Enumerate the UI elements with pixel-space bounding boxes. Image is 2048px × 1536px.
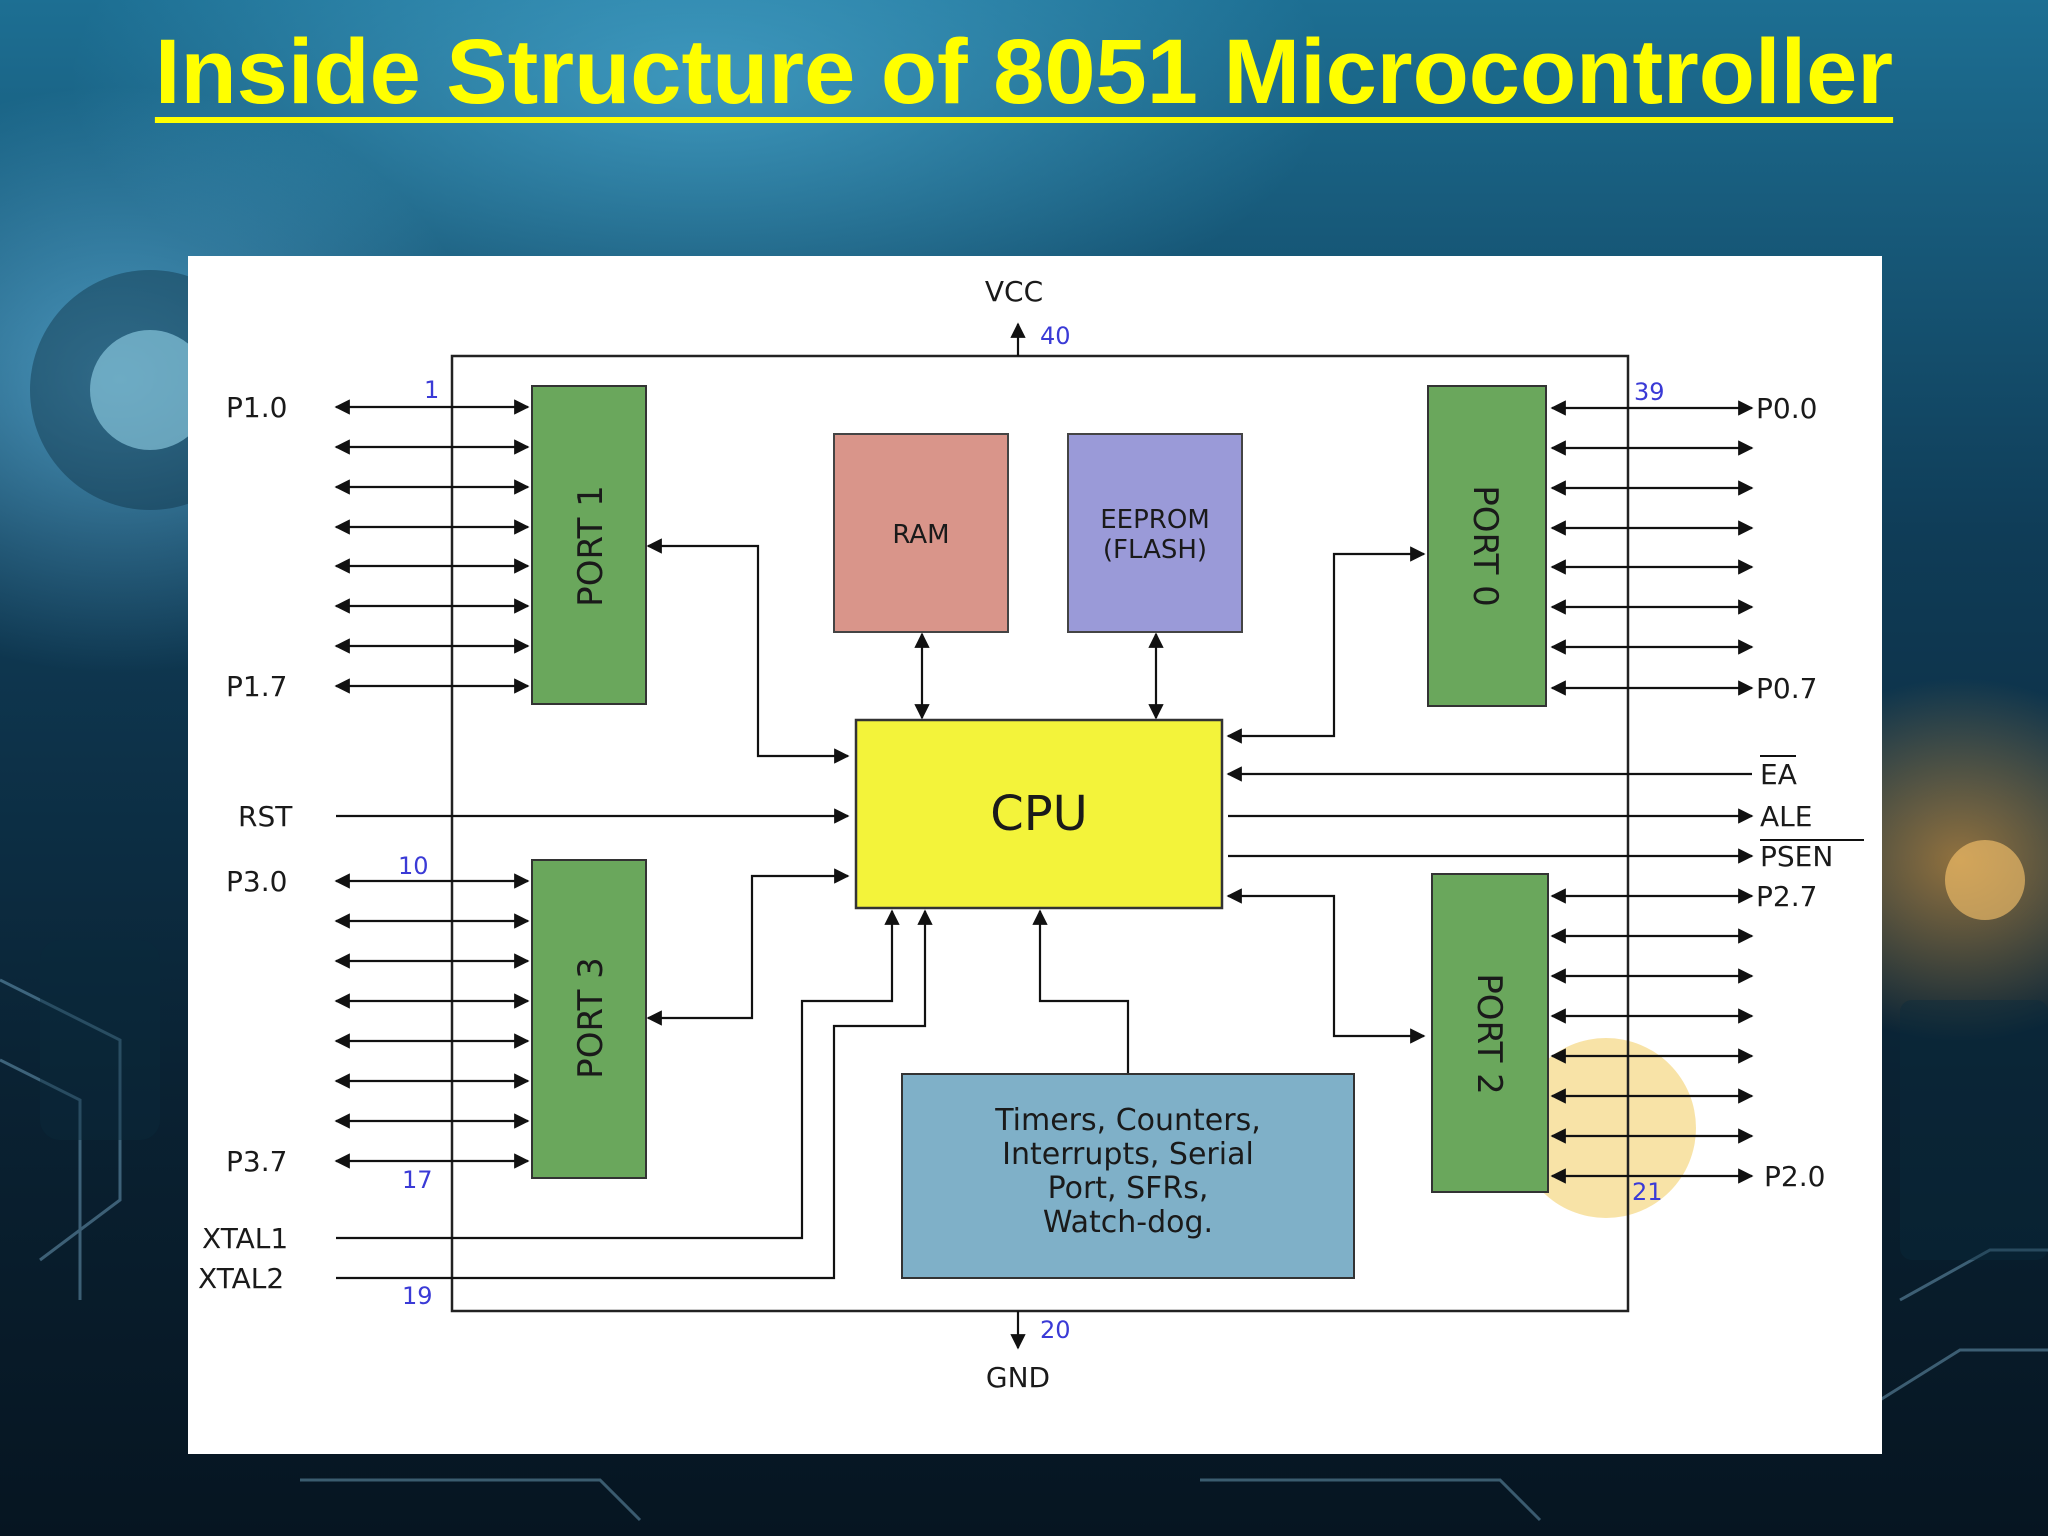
eeprom-label-line1: EEPROM xyxy=(1100,505,1210,535)
p2-0-label: P2.0 xyxy=(1764,1160,1825,1193)
pin-number-17: 17 xyxy=(402,1166,433,1194)
pin-number-1: 1 xyxy=(424,376,439,404)
cpu-label: CPU xyxy=(990,786,1088,842)
pin-number-20: 20 xyxy=(1040,1316,1071,1344)
slide-title: Inside Structure of 8051 Microcontroller xyxy=(154,21,1894,123)
p1-7-label: P1.7 xyxy=(226,670,287,703)
peripherals-line1: Timers, Counters, xyxy=(994,1103,1261,1138)
pin-number-21: 21 xyxy=(1632,1178,1663,1206)
ale-label: ALE xyxy=(1760,800,1812,833)
p3-7-label: P3.7 xyxy=(226,1145,287,1178)
port3-block: PORT 3 xyxy=(531,859,647,1179)
port3-cpu-link xyxy=(646,868,850,1026)
xtal2-line xyxy=(336,909,933,1280)
pin-number-40: 40 xyxy=(1040,322,1071,350)
peripherals-cpu-link xyxy=(1032,909,1130,1074)
pin-number-19: 19 xyxy=(402,1282,433,1310)
xtal1-label: XTAL1 xyxy=(202,1222,288,1255)
port2-block: PORT 2 xyxy=(1431,873,1549,1193)
vcc-label: VCC xyxy=(985,275,1043,308)
p2-7-label: P2.7 xyxy=(1756,880,1817,913)
xtal1-line xyxy=(336,909,900,1240)
ram-block: RAM xyxy=(833,433,1009,633)
port1-block: PORT 1 xyxy=(531,385,647,705)
eeprom-block: EEPROM (FLASH) xyxy=(1067,433,1243,633)
gnd-label: GND xyxy=(986,1361,1050,1394)
port1-label: PORT 1 xyxy=(571,485,611,607)
p3-0-label: P3.0 xyxy=(226,865,287,898)
rst-label: RST xyxy=(238,800,293,833)
ea-label: EA xyxy=(1760,758,1797,791)
block-diagram: PORT 1 PORT 3 PORT 0 PORT 2 RAM EEPROM (… xyxy=(198,275,1864,1394)
psen-label: PSEN xyxy=(1760,840,1833,873)
peripherals-line2: Interrupts, Serial xyxy=(1002,1137,1254,1172)
p1-0-label: P1.0 xyxy=(226,391,287,424)
eeprom-label-line2: (FLASH) xyxy=(1103,535,1207,565)
port1-cpu-link xyxy=(646,538,850,764)
ram-label: RAM xyxy=(892,520,949,550)
port0-label: PORT 0 xyxy=(1465,485,1505,607)
pin-number-10: 10 xyxy=(398,852,429,880)
port2-label: PORT 2 xyxy=(1469,973,1509,1095)
diagram-panel: PORT 1 PORT 3 PORT 0 PORT 2 RAM EEPROM (… xyxy=(188,256,1882,1454)
port0-cpu-link xyxy=(1226,546,1426,744)
port0-block: PORT 0 xyxy=(1427,385,1547,707)
peripherals-block: Timers, Counters, Interrupts, Serial Por… xyxy=(901,1073,1355,1279)
p0-7-label: P0.7 xyxy=(1756,672,1817,705)
xtal2-label: XTAL2 xyxy=(198,1262,284,1295)
port3-label: PORT 3 xyxy=(571,957,611,1079)
port2-cpu-link xyxy=(1226,888,1426,1044)
peripherals-line4: Watch-dog. xyxy=(1043,1205,1213,1240)
pin-number-39: 39 xyxy=(1634,378,1665,406)
cpu-block: CPU xyxy=(854,718,1224,910)
chip-outline xyxy=(450,354,1630,1313)
peripherals-line3: Port, SFRs, xyxy=(1048,1171,1209,1206)
p0-0-label: P0.0 xyxy=(1756,392,1817,425)
